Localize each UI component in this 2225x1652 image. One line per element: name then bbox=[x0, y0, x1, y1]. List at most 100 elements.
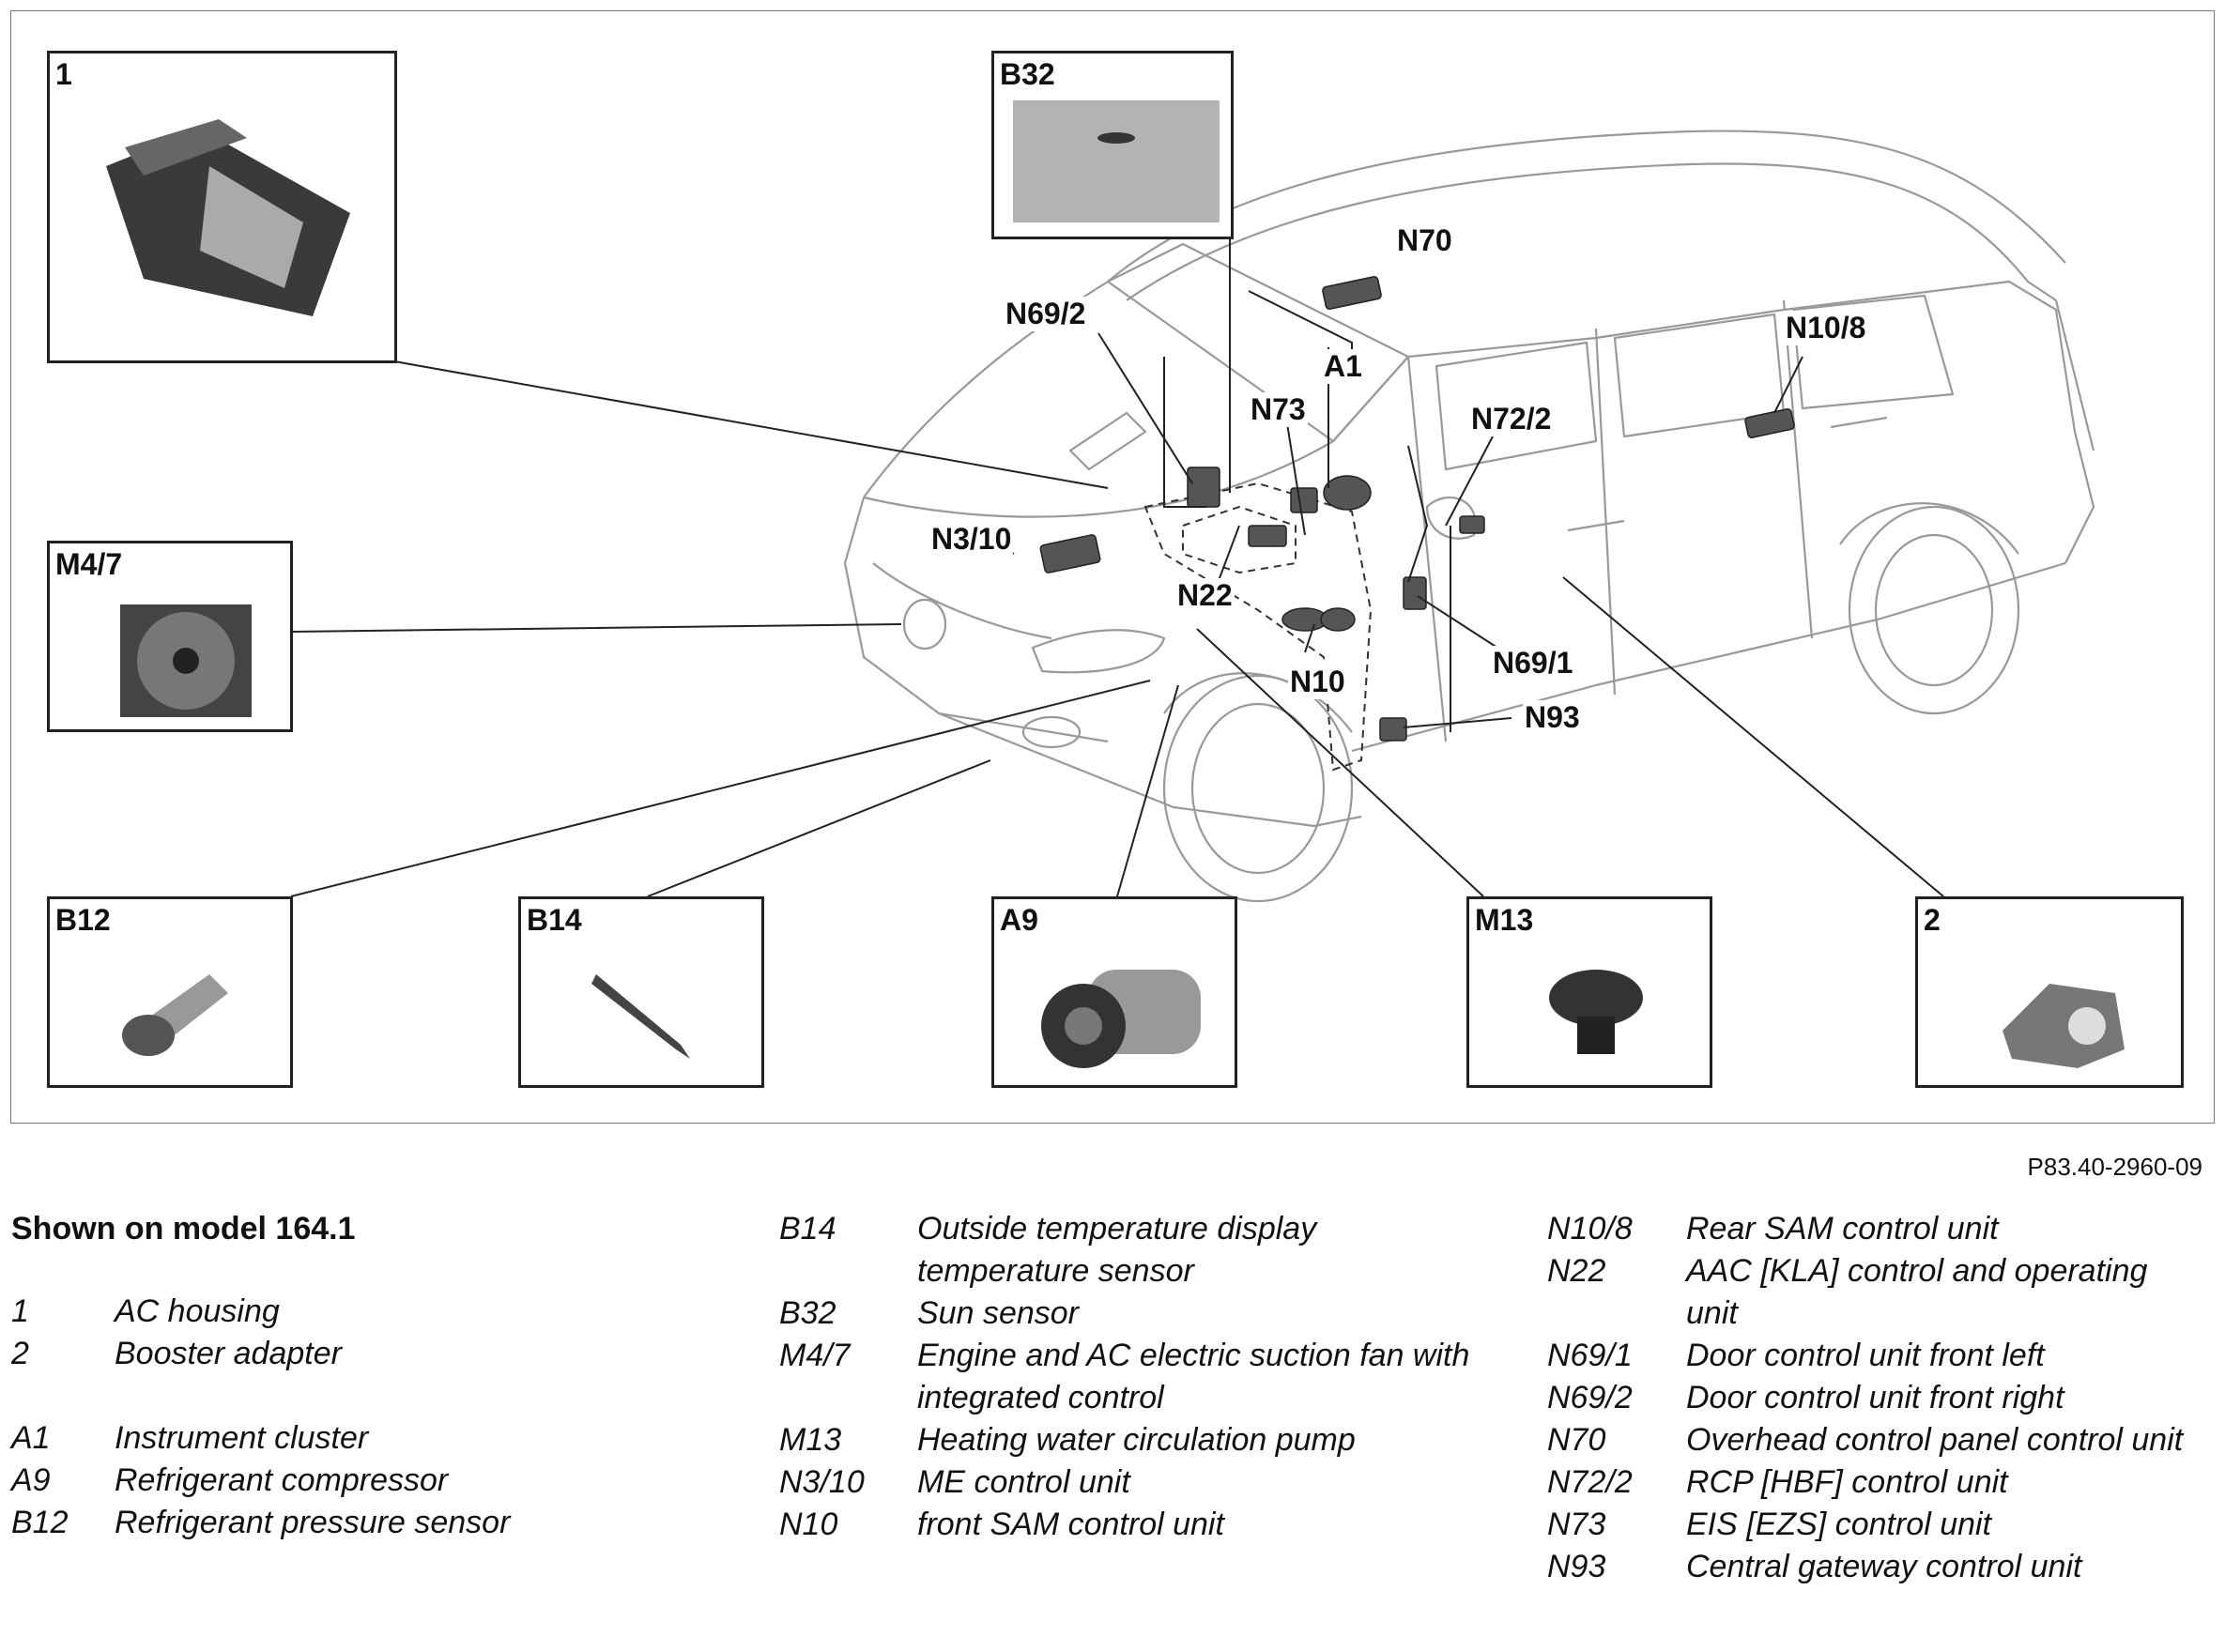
legend-row: N93 Central gateway control unit bbox=[1547, 1546, 2193, 1588]
component-box-m4-7: M4/7 bbox=[47, 541, 293, 732]
legend-code: B32 bbox=[779, 1295, 836, 1331]
pressure-sensor-image bbox=[122, 974, 228, 1056]
legend-desc: Outside temperature display temperature … bbox=[917, 1211, 1317, 1289]
callout-n73: N73 bbox=[1249, 392, 1308, 427]
component-box-m13: M13 bbox=[1466, 896, 1712, 1088]
legend-row: B12 Refrigerant pressure sensor bbox=[11, 1502, 753, 1544]
suction-fan-image bbox=[120, 604, 252, 717]
legend-row: N69/2 Door control unit front right bbox=[1547, 1377, 2193, 1419]
legend-code: B12 bbox=[11, 1505, 69, 1540]
box-label: A9 bbox=[1000, 903, 1038, 937]
legend-desc: Refrigerant compressor bbox=[115, 1462, 449, 1498]
legend-desc: Door control unit front left bbox=[1686, 1338, 2045, 1373]
component-box-ac-housing: 1 bbox=[47, 51, 397, 363]
circulation-pump-image bbox=[1549, 970, 1643, 1054]
legend-desc: Booster adapter bbox=[115, 1336, 342, 1371]
callout-n69-2: N69/2 bbox=[1004, 297, 1088, 331]
legend-row: M4/7 Engine and AC electric suction fan … bbox=[779, 1335, 1481, 1419]
legend-row: M13 Heating water circulation pump bbox=[779, 1419, 1481, 1461]
callout-n22: N22 bbox=[1175, 578, 1235, 613]
legend-desc: front SAM control unit bbox=[917, 1507, 1224, 1542]
legend-desc: Engine and AC electric suction fan with … bbox=[917, 1338, 1470, 1415]
legend-desc: Rear SAM control unit bbox=[1686, 1211, 1999, 1247]
callout-n10-8: N10/8 bbox=[1784, 311, 1868, 345]
box-label: M4/7 bbox=[55, 547, 123, 581]
legend-desc: Refrigerant pressure sensor bbox=[115, 1505, 511, 1540]
box-label: 2 bbox=[1924, 903, 1941, 937]
legend-code: N10 bbox=[779, 1507, 838, 1542]
legend-row: A1 Instrument cluster bbox=[11, 1417, 753, 1460]
legend-row: A9 Refrigerant compressor bbox=[11, 1460, 753, 1502]
callout-n69-1: N69/1 bbox=[1491, 646, 1575, 681]
diagram-frame bbox=[10, 10, 2215, 1124]
callout-n93: N93 bbox=[1523, 700, 1582, 735]
legend-row: N69/1 Door control unit front left bbox=[1547, 1335, 2193, 1377]
box-label: M13 bbox=[1475, 903, 1534, 937]
legend-code: M4/7 bbox=[779, 1338, 851, 1373]
legend-desc: Instrument cluster bbox=[115, 1420, 369, 1456]
legend-code: B14 bbox=[779, 1211, 836, 1247]
sun-sensor-image bbox=[1013, 100, 1220, 222]
legend-desc: Overhead control panel control unit bbox=[1686, 1422, 2184, 1458]
legend-desc: Door control unit front right bbox=[1686, 1380, 2064, 1415]
booster-adapter-image bbox=[2002, 984, 2125, 1068]
callout-n70: N70 bbox=[1395, 223, 1454, 258]
legend-row: N3/10 ME control unit bbox=[779, 1461, 1481, 1504]
legend-desc: RCP [HBF] control unit bbox=[1686, 1464, 2008, 1500]
component-box-booster-adapter: 2 bbox=[1915, 896, 2184, 1088]
legend-code: 2 bbox=[11, 1336, 29, 1371]
legend-spacer bbox=[11, 1375, 753, 1417]
legend-code: N3/10 bbox=[779, 1464, 865, 1500]
legend-desc: EIS [EZS] control unit bbox=[1686, 1507, 1992, 1542]
legend-code: N70 bbox=[1547, 1422, 1606, 1458]
compressor-image bbox=[1041, 970, 1201, 1068]
component-box-b14: B14 bbox=[518, 896, 764, 1088]
callout-n72-2: N72/2 bbox=[1469, 402, 1554, 436]
box-label: 1 bbox=[55, 57, 72, 91]
box-label: B14 bbox=[527, 903, 582, 937]
legend-heading: Shown on model 164.1 bbox=[11, 1211, 356, 1247]
legend-row: B14 Outside temperature display temperat… bbox=[779, 1208, 1481, 1293]
legend-desc: Central gateway control unit bbox=[1686, 1549, 2082, 1584]
legend-desc: AAC [KLA] control and operating unit bbox=[1686, 1253, 2148, 1331]
component-box-b32: B32 bbox=[991, 51, 1234, 239]
legend-row: N10 front SAM control unit bbox=[779, 1504, 1481, 1546]
legend-code: N69/2 bbox=[1547, 1380, 1633, 1415]
legend-code: N73 bbox=[1547, 1507, 1606, 1542]
legend-row: 2 Booster adapter bbox=[11, 1333, 753, 1375]
component-shapes bbox=[1039, 276, 1795, 742]
figure-code: P83.40-2960-09 bbox=[2027, 1153, 2202, 1181]
callout-n10: N10 bbox=[1288, 665, 1347, 699]
legend-code: A9 bbox=[11, 1462, 51, 1498]
legend-code: 1 bbox=[11, 1293, 29, 1329]
callout-a1: A1 bbox=[1322, 349, 1364, 384]
legend-desc: ME control unit bbox=[917, 1464, 1130, 1500]
legend-row: 1 AC housing bbox=[11, 1291, 753, 1333]
temperature-sensor-image bbox=[591, 974, 690, 1059]
legend-row: N22 AAC [KLA] control and operating unit bbox=[1547, 1250, 2193, 1335]
component-box-b12: B12 bbox=[47, 896, 293, 1088]
legend-code: N93 bbox=[1547, 1549, 1606, 1584]
legend-desc: AC housing bbox=[115, 1293, 280, 1329]
component-box-a9: A9 bbox=[991, 896, 1237, 1088]
legend-column-2: B14 Outside temperature display temperat… bbox=[779, 1208, 1481, 1546]
legend-column-1: 1 AC housing 2 Booster adapter A1 Instru… bbox=[11, 1291, 753, 1544]
legend-column-3: N10/8 Rear SAM control unit N22 AAC [KLA… bbox=[1547, 1208, 2193, 1588]
legend-code: N69/1 bbox=[1547, 1338, 1633, 1373]
legend-code: N10/8 bbox=[1547, 1211, 1633, 1247]
ac-housing-image bbox=[106, 119, 350, 316]
leader-lines bbox=[290, 61, 1944, 897]
legend-code: A1 bbox=[11, 1420, 51, 1456]
legend-row: N72/2 RCP [HBF] control unit bbox=[1547, 1461, 2193, 1504]
legend-desc: Sun sensor bbox=[917, 1295, 1079, 1331]
legend-row: N70 Overhead control panel control unit bbox=[1547, 1419, 2193, 1461]
legend-code: N22 bbox=[1547, 1253, 1606, 1289]
box-label: B32 bbox=[1000, 57, 1055, 91]
legend-row: N10/8 Rear SAM control unit bbox=[1547, 1208, 2193, 1250]
legend-row: B32 Sun sensor bbox=[779, 1293, 1481, 1335]
legend-code: N72/2 bbox=[1547, 1464, 1633, 1500]
box-label: B12 bbox=[55, 903, 111, 937]
legend-desc: Heating water circulation pump bbox=[917, 1422, 1356, 1458]
legend-code: M13 bbox=[779, 1422, 842, 1458]
callout-n3-10: N3/10 bbox=[929, 522, 1014, 557]
